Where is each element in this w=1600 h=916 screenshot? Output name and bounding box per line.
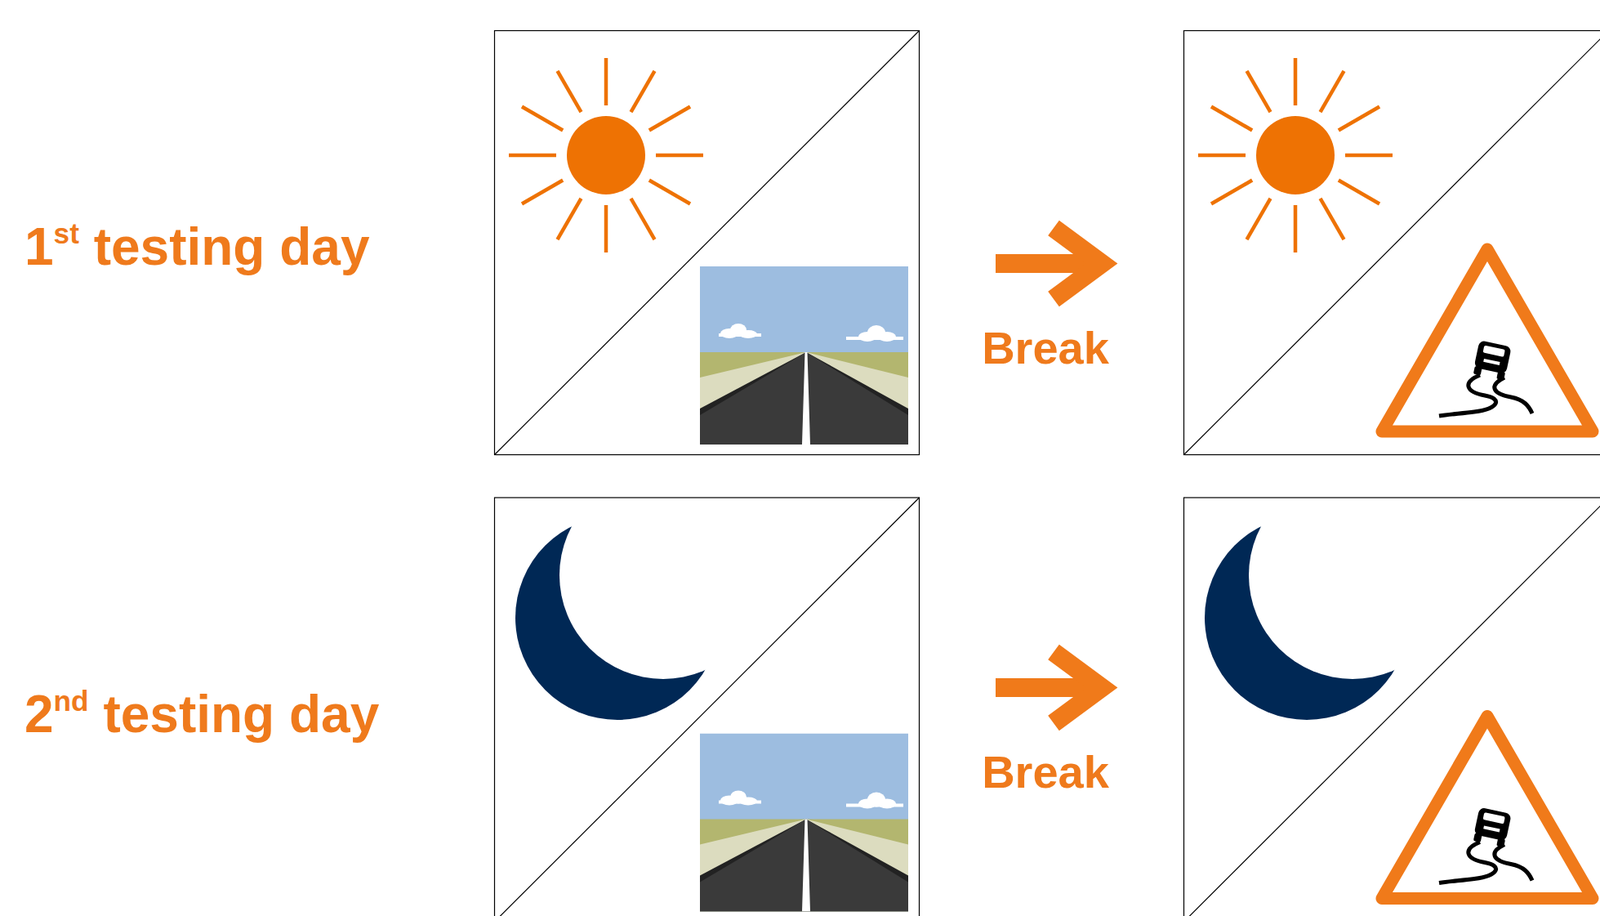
day-heading: 2nd testing day — [24, 686, 379, 740]
break-label: Break — [981, 325, 1110, 371]
moon-symbol — [515, 515, 720, 720]
panel-frame — [1184, 497, 1600, 916]
moon-symbol — [1204, 515, 1409, 720]
arrow-symbol — [995, 651, 1102, 723]
day-heading: 1st testing day — [24, 218, 370, 273]
sun-symbol — [1198, 57, 1393, 253]
slippery-road-sign — [1381, 716, 1593, 899]
panel-frame — [1184, 31, 1600, 455]
slippery-road-sign — [1381, 249, 1593, 432]
road-picture — [699, 266, 909, 445]
panel-frame — [494, 497, 920, 916]
road-picture — [699, 733, 909, 912]
break-label: Break — [981, 748, 1110, 795]
arrow-symbol — [995, 227, 1102, 299]
panel-frame — [494, 31, 920, 455]
sun-symbol — [508, 57, 704, 253]
